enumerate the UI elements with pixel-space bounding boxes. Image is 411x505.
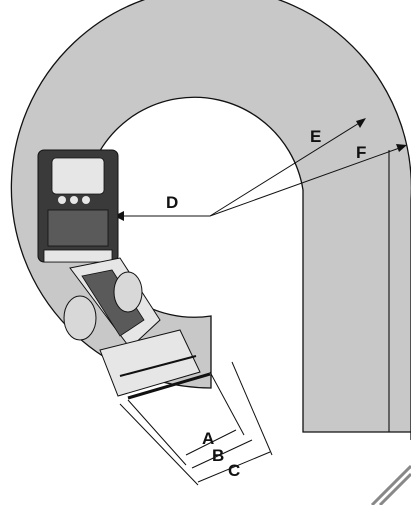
dimension-line-c	[197, 451, 271, 483]
radius-arrow-d	[114, 211, 124, 221]
radius-arrow-f	[396, 144, 407, 152]
tractor-unit	[37, 149, 119, 263]
implement-unit	[63, 257, 211, 400]
label-c: C	[228, 461, 240, 480]
label-a: A	[202, 429, 214, 448]
label-b: B	[212, 446, 224, 465]
radius-arrow-e	[356, 118, 366, 128]
label-d: D	[166, 193, 178, 212]
label-e: E	[310, 127, 321, 146]
radius-line-f	[209, 145, 406, 217]
dimension-line-b	[191, 439, 253, 469]
corner-hatch	[370, 464, 411, 505]
dimension-line-a	[185, 429, 237, 456]
label-f: F	[356, 143, 366, 162]
width-dimensions	[119, 361, 273, 486]
radius-line-e	[209, 119, 365, 217]
